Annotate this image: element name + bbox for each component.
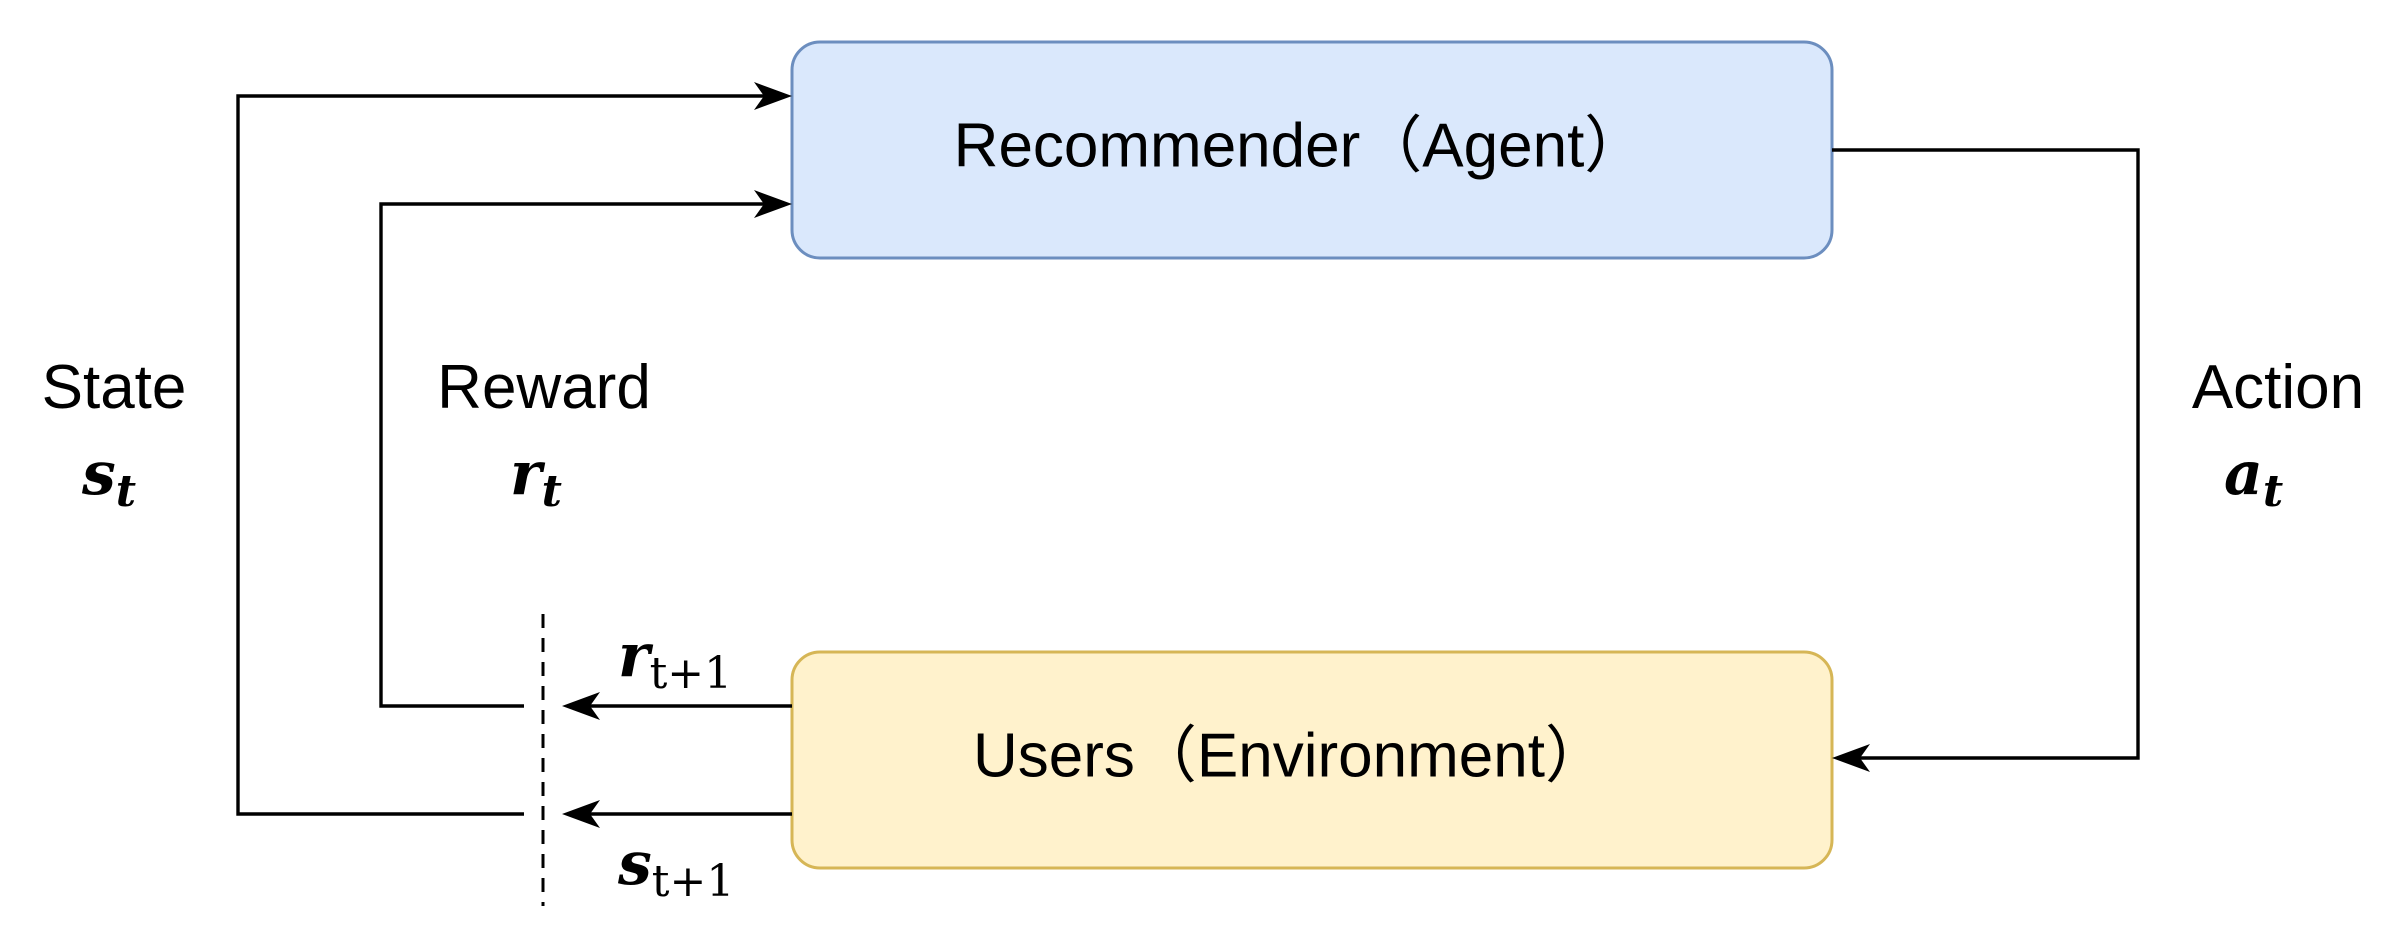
state-arrowhead [754,82,792,110]
action-symbol: at [2224,439,2283,517]
action-edge [1832,148,2140,772]
next-state-label: st+1 [617,829,734,907]
reward-edge [379,190,792,708]
next-state-arrowhead [562,800,600,828]
state-word: State [42,353,187,422]
next-reward-edge [562,692,792,720]
reward-symbol: rt [510,439,562,517]
action-arrowhead [1832,744,1870,772]
environment-label: Users（Environment） [973,721,1607,790]
state-label: State st [42,353,187,517]
environment-box [790,650,1834,870]
next-reward-label: rt+1 [618,621,732,699]
environment-node: Users（Environment） [790,650,1834,870]
state-edge [236,82,792,816]
reward-arrowhead [754,190,792,218]
action-word: Action [2192,353,2364,422]
next-state-edge [562,800,792,828]
next-reward-arrowhead [562,692,600,720]
action-label: Action at [2192,353,2364,517]
reward-word: Reward [437,353,651,422]
state-symbol: st [81,439,136,517]
reward-label: Reward rt [437,353,651,517]
agent-label: Recommender（Agent） [954,111,1647,180]
agent-node: Recommender（Agent） [790,40,1834,260]
